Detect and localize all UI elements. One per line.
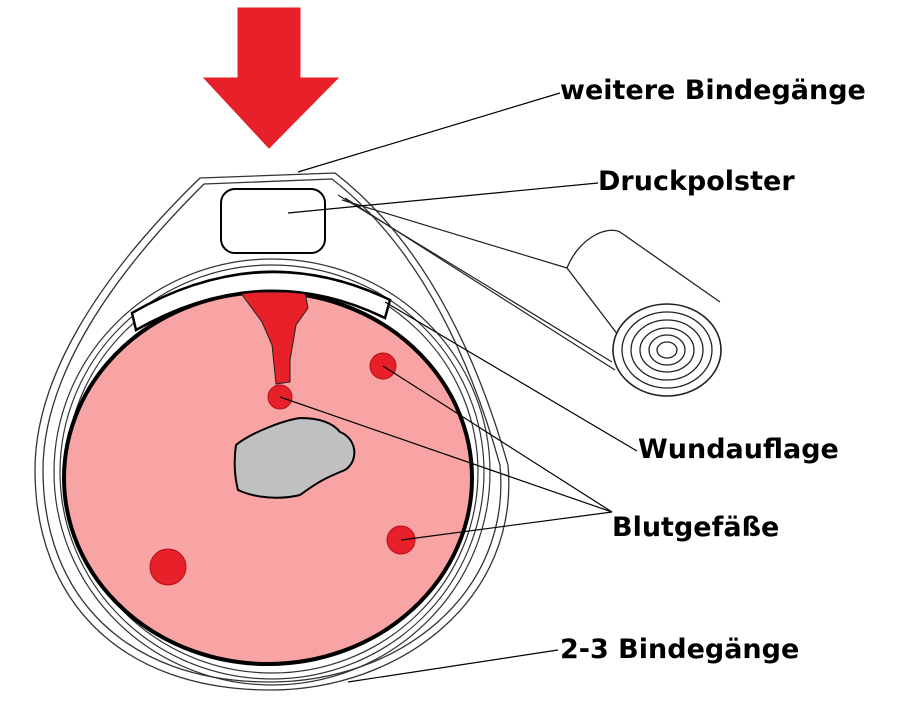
bandage-roll-icon xyxy=(566,229,724,397)
blood-vessel xyxy=(149,548,187,586)
leader-vessel-2 xyxy=(279,396,613,513)
arrow-down-icon xyxy=(202,7,340,149)
label-first-turns: 2-3 Bindegänge xyxy=(560,634,800,665)
bandage-tail xyxy=(337,194,616,371)
leader-vessel-3 xyxy=(400,511,613,541)
leader-wound-dressing xyxy=(384,301,638,452)
bone xyxy=(233,416,356,499)
label-blood-vessels: Blutgefäße xyxy=(612,512,780,543)
leader-more-turns xyxy=(297,92,561,173)
leader-lines xyxy=(279,92,638,683)
leader-vessel-1 xyxy=(382,365,613,513)
label-pressure-pad: Druckpolster xyxy=(598,166,795,197)
leader-pressure-pad xyxy=(287,182,599,214)
wound-dressing xyxy=(130,270,392,332)
pressure-pad xyxy=(220,188,326,254)
wound xyxy=(239,291,309,385)
leader-first-turns xyxy=(347,649,559,683)
label-wound-dressing: Wundauflage xyxy=(638,434,839,465)
label-more-turns: weitere Bindegänge xyxy=(560,75,866,106)
